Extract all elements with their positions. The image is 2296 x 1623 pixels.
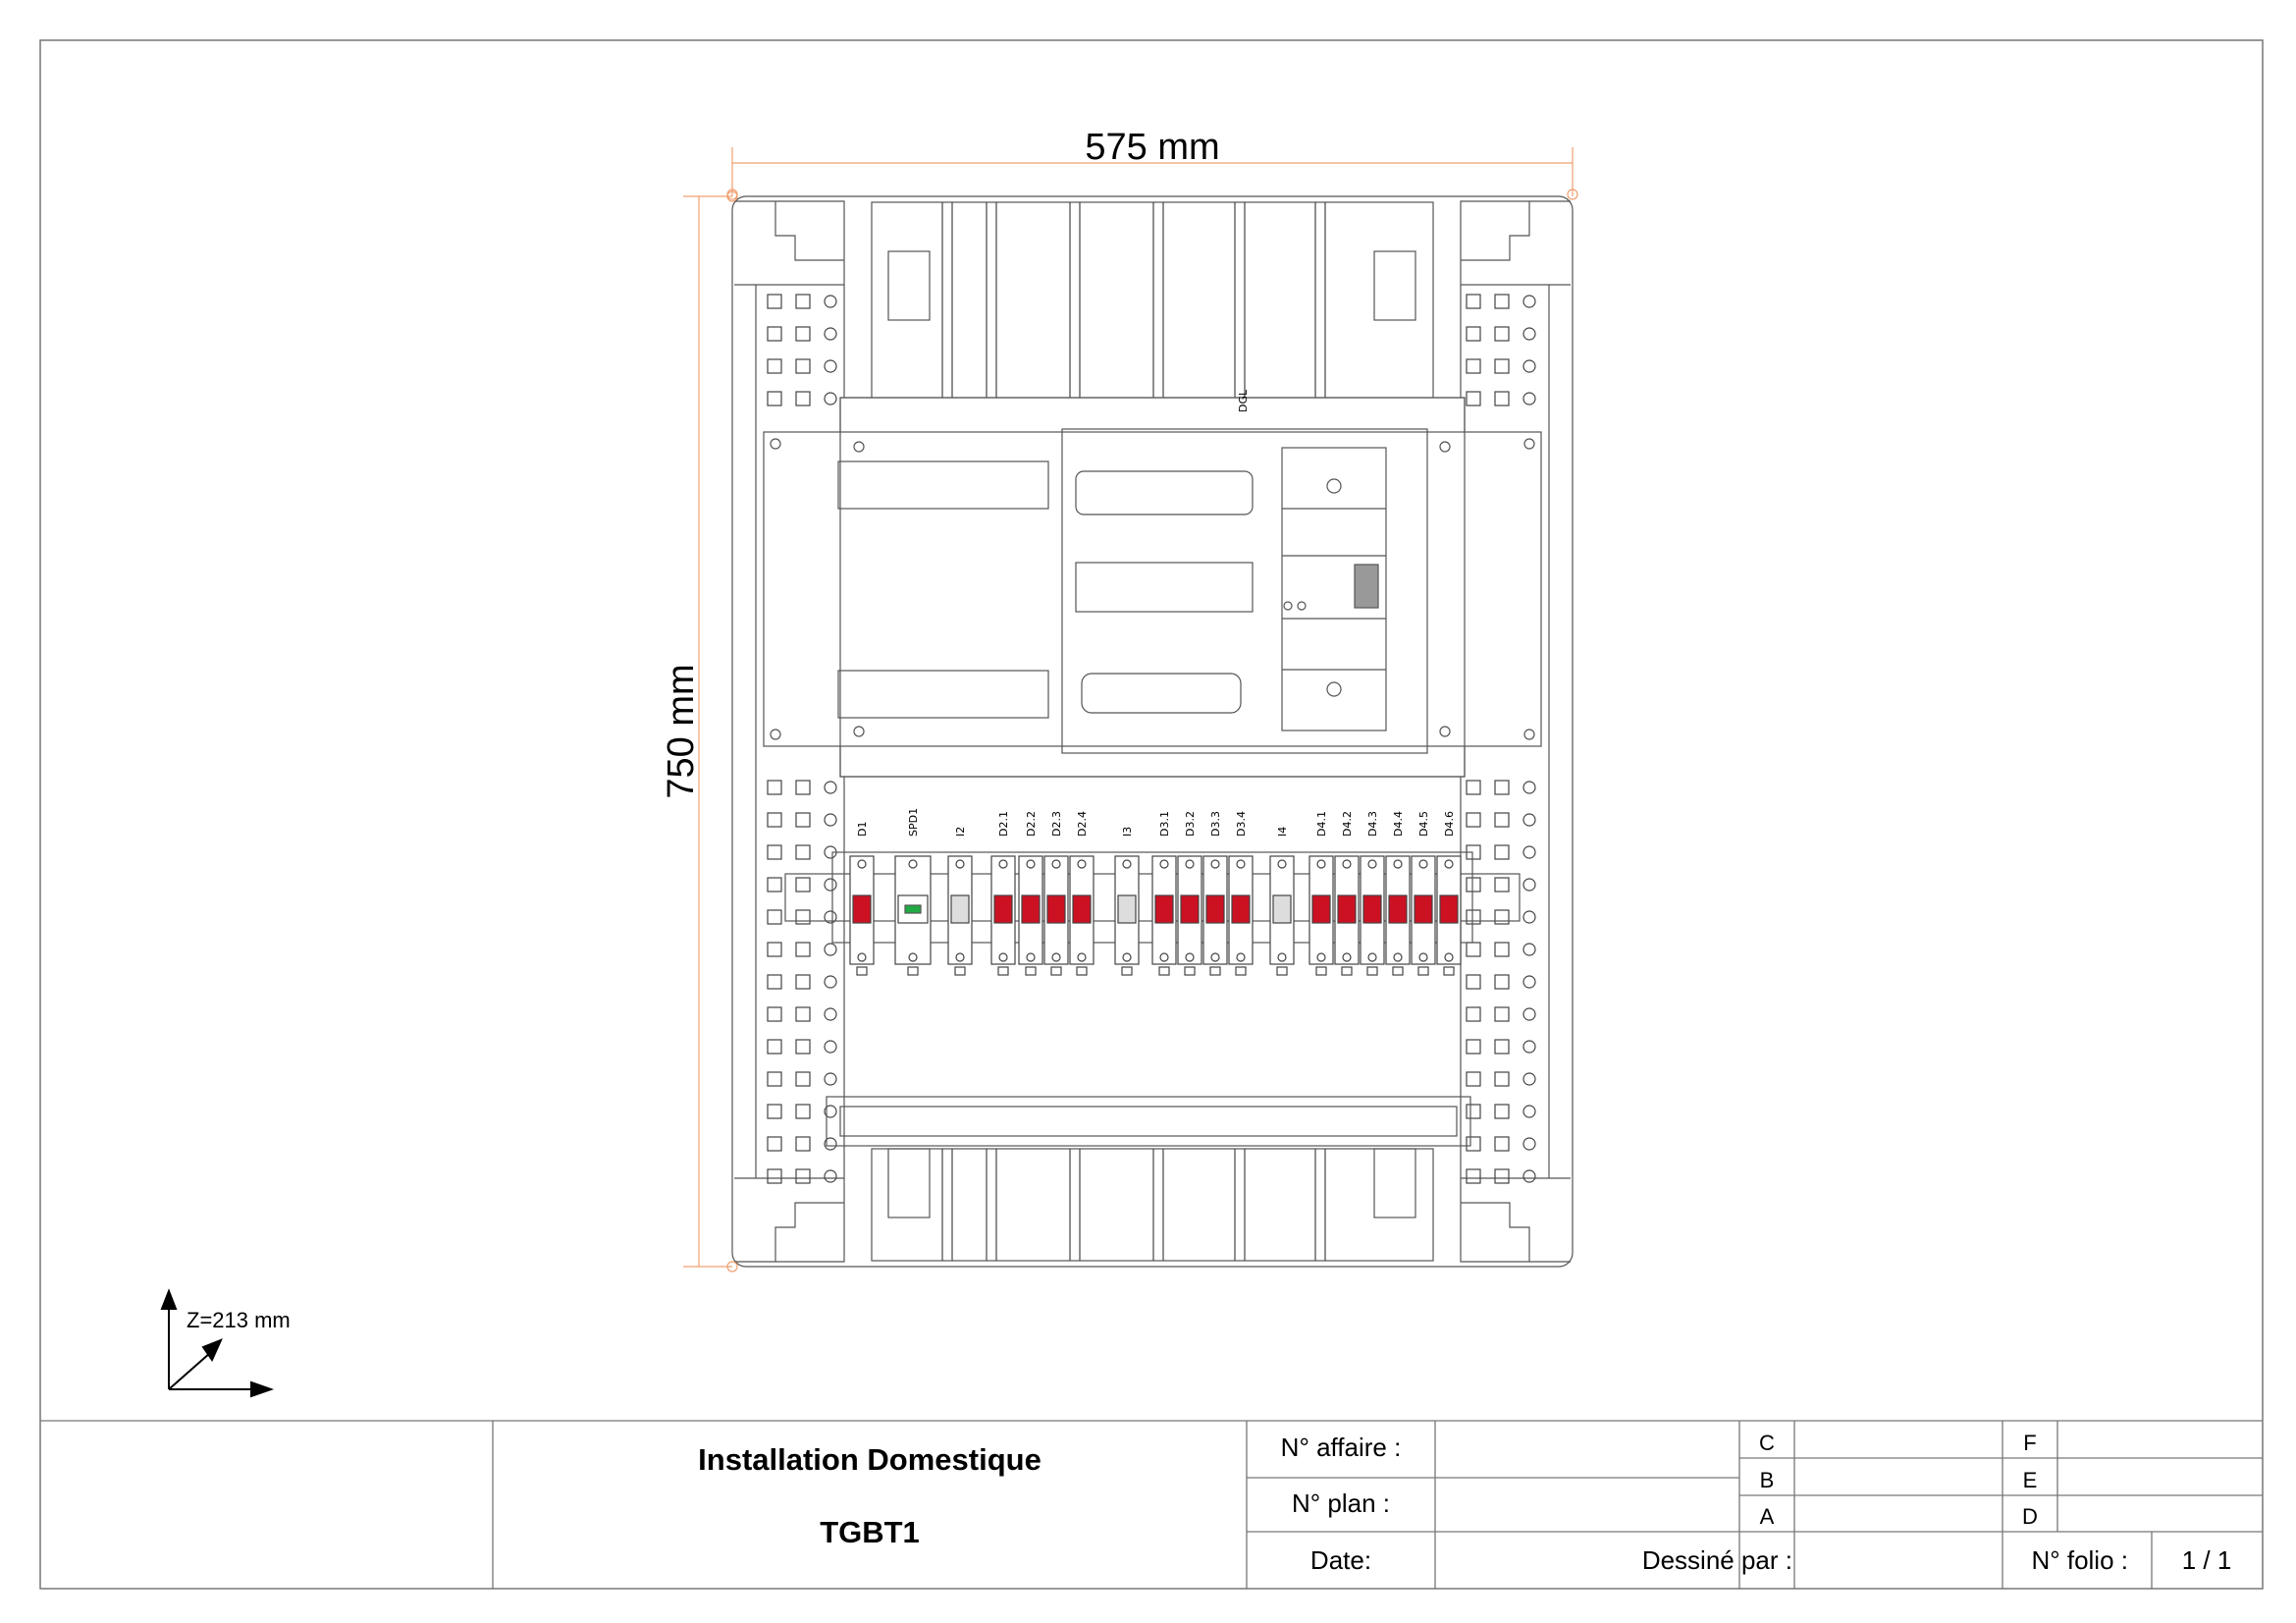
project-title: Installation Domestique <box>698 1442 1041 1477</box>
module-d2-2 <box>1018 855 1043 976</box>
folio-value: 1 / 1 <box>2182 1545 2232 1575</box>
depth-label: Z=213 mm <box>187 1308 291 1332</box>
side-rail-holes-left <box>767 294 837 1184</box>
width-dimension-label: 575 mm <box>1085 127 1219 168</box>
board-title: TGBT1 <box>820 1515 920 1549</box>
axis-triad <box>160 1288 275 1398</box>
top-channel-panel <box>871 201 1434 400</box>
module-spd1 <box>894 855 932 976</box>
device-label: D2.3 <box>1050 811 1063 837</box>
device-label: D4.2 <box>1341 811 1354 837</box>
device-label: D2.2 <box>1025 811 1038 837</box>
height-dimension <box>683 190 738 1272</box>
enclosure-drawing <box>731 195 1574 1268</box>
module-i2 <box>947 855 973 976</box>
revision-c: C <box>1759 1431 1775 1455</box>
bottom-rail <box>826 1096 1471 1147</box>
module-d4-4 <box>1385 855 1411 976</box>
module-d4-1 <box>1308 855 1334 976</box>
corner-bracket-br <box>1460 1177 1571 1263</box>
module-i4 <box>1269 855 1295 976</box>
dgl-breaker <box>1281 447 1387 731</box>
revision-f: F <box>2023 1431 2036 1455</box>
sheet-frame <box>39 39 2264 1590</box>
revision-b: B <box>1760 1468 1775 1492</box>
module-d4-2 <box>1334 855 1360 976</box>
module-d1 <box>849 855 875 976</box>
module-d4-6 <box>1436 855 1462 976</box>
side-rail-holes-right <box>1466 294 1536 1184</box>
device-label: D1 <box>856 822 869 837</box>
module-d3-1 <box>1151 855 1177 976</box>
module-d3-2 <box>1177 855 1202 976</box>
title-block <box>40 1420 2263 1589</box>
device-label: I2 <box>954 827 967 837</box>
module-d2-1 <box>990 855 1016 976</box>
device-label: I4 <box>1276 827 1289 837</box>
device-label: D3.2 <box>1184 811 1197 837</box>
module-d3-4 <box>1228 855 1254 976</box>
enclosure-outline <box>731 195 1574 1268</box>
revision-e: E <box>2023 1468 2038 1492</box>
module-d3-3 <box>1202 855 1228 976</box>
folio-label: N° folio : <box>2031 1545 2128 1575</box>
device-label: D4.6 <box>1443 811 1456 837</box>
device-label: D2.4 <box>1076 811 1089 837</box>
device-label: D4.3 <box>1366 811 1379 837</box>
corner-bracket-tl <box>734 200 845 286</box>
height-dimension-label: 750 mm <box>661 664 702 798</box>
device-label: D3.1 <box>1158 811 1171 837</box>
device-label: I3 <box>1121 827 1134 837</box>
plan-label: N° plan : <box>1292 1488 1390 1518</box>
device-label: D4.4 <box>1392 811 1405 837</box>
width-dimension <box>726 147 1578 200</box>
bottom-channel-panel <box>871 1148 1434 1262</box>
device-label: D2.1 <box>997 811 1010 837</box>
date-label: Date: <box>1310 1545 1371 1575</box>
dgl-label: DGL <box>1237 389 1250 412</box>
dgl-handle <box>1354 564 1379 609</box>
vertical-channels <box>941 202 1326 1261</box>
corner-bracket-tr <box>1460 200 1571 286</box>
drawn-by-label: Dessiné par : <box>1642 1545 1792 1575</box>
device-label: D4.1 <box>1315 811 1328 837</box>
module-d2-3 <box>1043 855 1069 976</box>
breaker-modules <box>849 855 1462 976</box>
module-d4-3 <box>1360 855 1385 976</box>
affaire-label: N° affaire : <box>1281 1433 1402 1462</box>
mounting-plate <box>763 431 1542 747</box>
module-i3 <box>1114 855 1140 976</box>
dgl-cover <box>1061 428 1428 754</box>
module-d4-5 <box>1411 855 1436 976</box>
revision-a: A <box>1760 1504 1775 1529</box>
device-label: D3.3 <box>1209 811 1222 837</box>
corner-bracket-bl <box>734 1177 845 1263</box>
device-label: D3.4 <box>1235 811 1248 837</box>
device-label: SPD1 <box>907 808 920 837</box>
module-d2-4 <box>1069 855 1095 976</box>
device-label: D4.5 <box>1417 811 1430 837</box>
revision-d: D <box>2022 1504 2038 1529</box>
